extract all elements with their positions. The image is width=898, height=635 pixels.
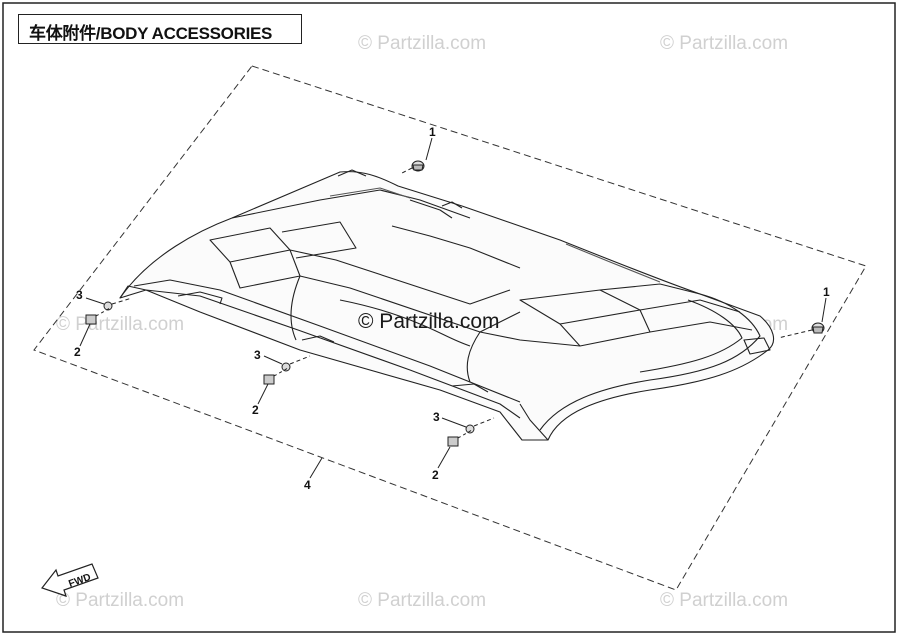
watermark: © Partzilla.com — [56, 590, 184, 611]
roof-panel — [119, 169, 775, 441]
watermark: © Partzilla.com — [358, 590, 486, 611]
callout-4: 4 — [304, 478, 311, 492]
title-box — [18, 14, 302, 44]
callout-2-mid: 2 — [252, 403, 259, 417]
watermark: © Partzilla.com — [660, 33, 788, 54]
fastener-set-right — [447, 417, 495, 447]
leader-lines — [79, 137, 827, 479]
callout-1-top: 1 — [429, 125, 436, 139]
callout-2-left: 2 — [74, 345, 81, 359]
fastener-set-mid — [263, 355, 311, 385]
fastener-set-left — [85, 297, 133, 325]
watermark: © Partzilla.com — [358, 33, 486, 54]
watermark: © Partzilla.com — [358, 310, 500, 333]
callout-3-mid: 3 — [254, 348, 261, 362]
callout-2-right: 2 — [432, 468, 439, 482]
fwd-arrow-icon: FWD — [41, 563, 99, 597]
bolt-part-1-top — [399, 160, 425, 175]
page-title: 车体附件/BODY ACCESSORIES — [29, 24, 273, 43]
bolt-part-1-right — [777, 322, 825, 339]
callout-3-right: 3 — [433, 410, 440, 424]
callout-3-left: 3 — [76, 288, 83, 302]
assembly-boundary — [33, 65, 867, 591]
watermark: © Partzilla.com — [660, 590, 788, 611]
watermark: © Partzilla.com — [56, 314, 184, 335]
callout-1-right: 1 — [823, 285, 830, 299]
